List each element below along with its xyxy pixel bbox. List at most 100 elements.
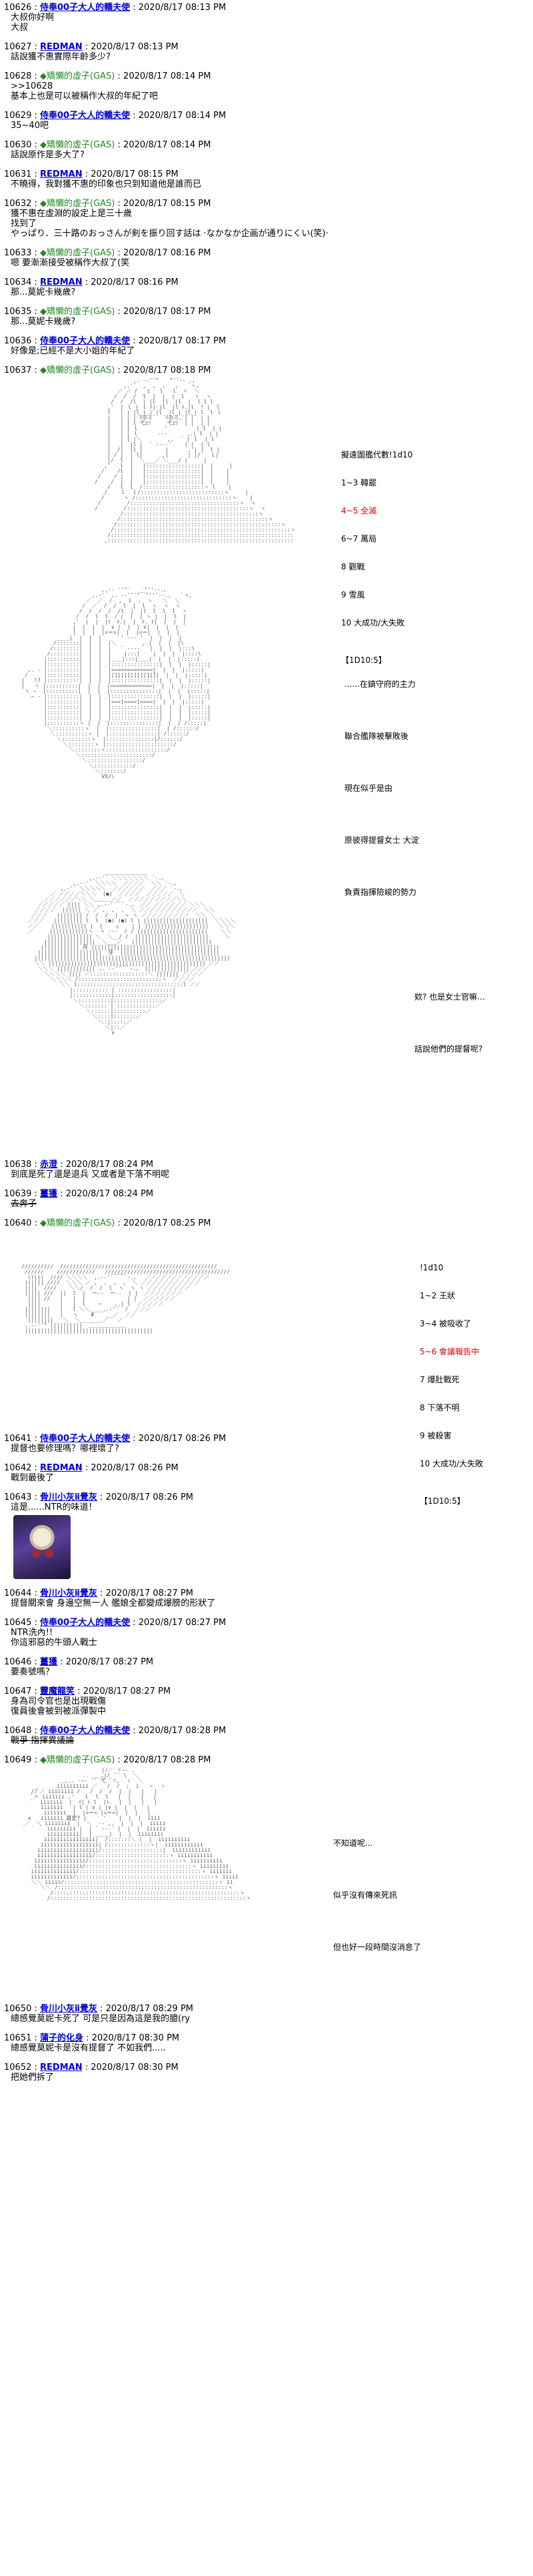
poster-name[interactable]: 侍奉00子大人的轎夫使 xyxy=(40,111,131,121)
poster-name[interactable]: 蒲子的化身 xyxy=(40,2033,84,2043)
dice-option: 9 雪風 xyxy=(341,590,365,599)
poster-name[interactable]: 侍奉00子大人的轎夫使 xyxy=(40,1618,131,1628)
poster-name[interactable]: 侍奉00子大人的轎夫使 xyxy=(40,1434,131,1444)
poster-name[interactable]: REDMAN xyxy=(40,169,83,179)
post-number[interactable]: 10631 xyxy=(4,169,32,179)
post: 10652 : REDMAN : 2020/8/17 08:30 PM 把她們拆… xyxy=(4,2063,529,2083)
post-body: 大叔你好啊 大叔 xyxy=(11,13,55,33)
post-number[interactable]: 10649 xyxy=(4,1755,32,1765)
post-number[interactable]: 10645 xyxy=(4,1618,32,1628)
narration-text: ......在鎮守府的主力 聯合艦隊被擊敗後 現在似乎是由 原彼得提督女士 大淀… xyxy=(344,641,419,936)
poster-name: ◆矯懶的虛子(GAS) xyxy=(40,248,115,258)
poster-name[interactable]: 侍奉00子大人的轎夫使 xyxy=(40,3,131,13)
post: 10650 : 骨川小灰ⅱ覺灰 : 2020/8/17 08:29 PM 總感覺… xyxy=(4,2004,529,2024)
narration-line: 現在似乎是由 xyxy=(344,784,393,793)
post-number[interactable]: 10635 xyxy=(4,307,32,317)
post: 10635 : ◆矯懶的虛子(GAS) : 2020/8/17 08:17 PM… xyxy=(4,307,529,327)
post-number[interactable]: 10626 xyxy=(4,3,32,13)
post-number[interactable]: 10633 xyxy=(4,248,32,258)
post: 10632 : ◆矯懶的虛子(GAS) : 2020/8/17 08:15 PM… xyxy=(4,199,529,239)
post-number[interactable]: 10640 xyxy=(4,1218,32,1228)
reaction-image xyxy=(13,1515,71,1579)
post-number[interactable]: 10638 xyxy=(4,1160,32,1170)
post: 10649 : ◆矯懶的虛子(GAS) : 2020/8/17 08:28 PM… xyxy=(4,1755,529,1995)
poster-name: ◆矯懶的虛子(GAS) xyxy=(40,365,115,375)
poster-name[interactable]: REDMAN xyxy=(40,1463,83,1473)
dice-roll-table: !1d10 1~2 王狀 3~4 被吸收了 5~6 會議報告中 7 爆肚戰死 8… xyxy=(420,1244,483,1524)
post-number[interactable]: 10634 xyxy=(4,277,32,287)
poster-name[interactable]: 薑獲 xyxy=(40,1189,58,1199)
post-body: 要奏號嗎？ xyxy=(11,1667,55,1677)
post: 10640 : ◆矯懶的虛子(GAS) : 2020/8/17 08:25 PM… xyxy=(4,1218,529,1506)
dialogue-line: 話說他們的提督呢? xyxy=(414,1044,483,1054)
post-number[interactable]: 10652 xyxy=(4,2063,32,2073)
post-timestamp: 2020/8/17 08:26 PM xyxy=(91,1463,179,1473)
post-number[interactable]: 10632 xyxy=(4,199,32,209)
post-number[interactable]: 10647 xyxy=(4,1686,32,1696)
poster-name[interactable]: 骨川小灰ⅱ覺灰 xyxy=(40,1492,97,1502)
post: 10639 : 薑獲 : 2020/8/17 08:24 PM 去奔子 xyxy=(4,1189,529,1209)
poster-name[interactable]: 赤澄 xyxy=(40,1160,58,1170)
post-number[interactable]: 10636 xyxy=(4,336,32,346)
dice-option: 3~4 被吸收了 xyxy=(420,1319,472,1328)
post-timestamp: 2020/8/17 08:13 PM xyxy=(91,42,179,52)
poster-name[interactable]: 骨川小灰ⅱ覺灰 xyxy=(40,2004,97,2014)
post-body: 那...莫妮卡幾歲? xyxy=(11,317,76,327)
post: 10645 : 侍奉00子大人的轎夫使 : 2020/8/17 08:27 PM… xyxy=(4,1618,529,1648)
post-number[interactable]: 10651 xyxy=(4,2033,32,2043)
post-number[interactable]: 10627 xyxy=(4,42,32,52)
post-number[interactable]: 10637 xyxy=(4,365,32,375)
post-number[interactable]: 10650 xyxy=(4,2004,32,2014)
dice-roll-title: 擬遠圍艦代數!1d10 xyxy=(341,450,413,459)
post-body: 提督也要修理嗎？哪裡壞了? xyxy=(11,1444,119,1454)
ascii-art-sleeping: ////////// /////////////////////////////… xyxy=(21,1264,231,1334)
poster-name[interactable]: 骨川小灰ⅱ覺灰 xyxy=(40,1588,97,1598)
post-timestamp: 2020/8/17 08:27 PM xyxy=(65,1657,154,1667)
post-body: 那...莫妮卡幾歲? xyxy=(11,287,76,297)
post: 10647 : 靈魔龍笑 : 2020/8/17 08:27 PM 身為司令官也… xyxy=(4,1686,529,1716)
post-body: 去奔子 xyxy=(11,1199,37,1209)
dice-option: 10 大成功/大失敗 xyxy=(341,618,405,627)
post-number[interactable]: 10644 xyxy=(4,1588,32,1598)
post: 10638 : 赤澄 : 2020/8/17 08:24 PM 到底是死了還是退… xyxy=(4,1160,529,1180)
post-number[interactable]: 10648 xyxy=(4,1726,32,1736)
poster-name[interactable]: 侍奉00子大人的轎夫使 xyxy=(40,1726,131,1736)
poster-name: ◆矯懶的虛子(GAS) xyxy=(40,307,115,317)
narration-line: 聯合艦隊被擊敗後 xyxy=(344,732,409,741)
post-body: 戰爭 指揮異議論 xyxy=(11,1736,75,1746)
post-timestamp: 2020/8/17 08:28 PM xyxy=(138,1726,227,1736)
narration-line: 不知道呢... xyxy=(333,1838,373,1848)
post-timestamp: 2020/8/17 08:24 PM xyxy=(65,1160,154,1170)
post-number[interactable]: 10628 xyxy=(4,71,32,81)
poster-name[interactable]: REDMAN xyxy=(40,277,83,287)
ascii-art-panel: ,.-‐ ''"´￣￣`"''‐-.、 ,.‐'´ ,. -‐'''"￣"'''… xyxy=(8,581,529,897)
ascii-art-abyssal: ＿＿＿＿＿＿＿＿ ,.-‐'´ ＼＼＼＼＼＼＼ `‐.、 ,.-‐'´ ＼＼＼＼… xyxy=(28,870,236,1036)
poster-name: ◆矯懶的虛子(GAS) xyxy=(40,140,115,150)
post-timestamp: 2020/8/17 08:30 PM xyxy=(91,2033,180,2043)
poster-name[interactable]: REDMAN xyxy=(40,42,83,52)
post: 10627 : REDMAN : 2020/8/17 08:13 PM 話說獲不… xyxy=(4,42,529,62)
poster-name[interactable]: 薑獲 xyxy=(40,1657,58,1667)
post: 10646 : 薑獲 : 2020/8/17 08:27 PM 要奏號嗎？ xyxy=(4,1657,529,1677)
post-number[interactable]: 10641 xyxy=(4,1434,32,1444)
post-number[interactable]: 10646 xyxy=(4,1657,32,1667)
post-timestamp: 2020/8/17 08:17 PM xyxy=(138,336,227,346)
post-body: 身為司令官也是出現戰傷 復員後會被到被派彈製中 xyxy=(11,1696,107,1716)
post-number[interactable]: 10630 xyxy=(4,140,32,150)
post-number[interactable]: 10643 xyxy=(4,1492,32,1502)
post-timestamp: 2020/8/17 08:17 PM xyxy=(123,307,211,317)
poster-name[interactable]: 侍奉00子大人的轎夫使 xyxy=(40,336,131,346)
post-body: 這是......NTR的味道！ xyxy=(11,1502,97,1512)
post-number[interactable]: 10629 xyxy=(4,111,32,121)
poster-name[interactable]: 靈魔龍笑 xyxy=(40,1686,75,1696)
post-timestamp: 2020/8/17 08:16 PM xyxy=(91,277,179,287)
post: 10636 : 侍奉00子大人的轎夫使 : 2020/8/17 08:17 PM… xyxy=(4,336,529,356)
poster-name[interactable]: REDMAN xyxy=(40,2063,83,2073)
post-body: 話說原作是多大了? xyxy=(11,150,85,160)
post-number[interactable]: 10639 xyxy=(4,1189,32,1199)
dice-option: 10 大成功/大失敗 xyxy=(420,1459,484,1468)
ascii-art-officer: ,.-‐ ''"´￣￣`"''‐-.、 ,.‐'´ ,. -‐'''"￣"'''… xyxy=(21,587,211,780)
poster-name: ◆矯懶的虛子(GAS) xyxy=(40,71,115,81)
post-number[interactable]: 10642 xyxy=(4,1463,32,1473)
post: 10641 : 侍奉00子大人的轎夫使 : 2020/8/17 08:26 PM… xyxy=(4,1434,529,1454)
